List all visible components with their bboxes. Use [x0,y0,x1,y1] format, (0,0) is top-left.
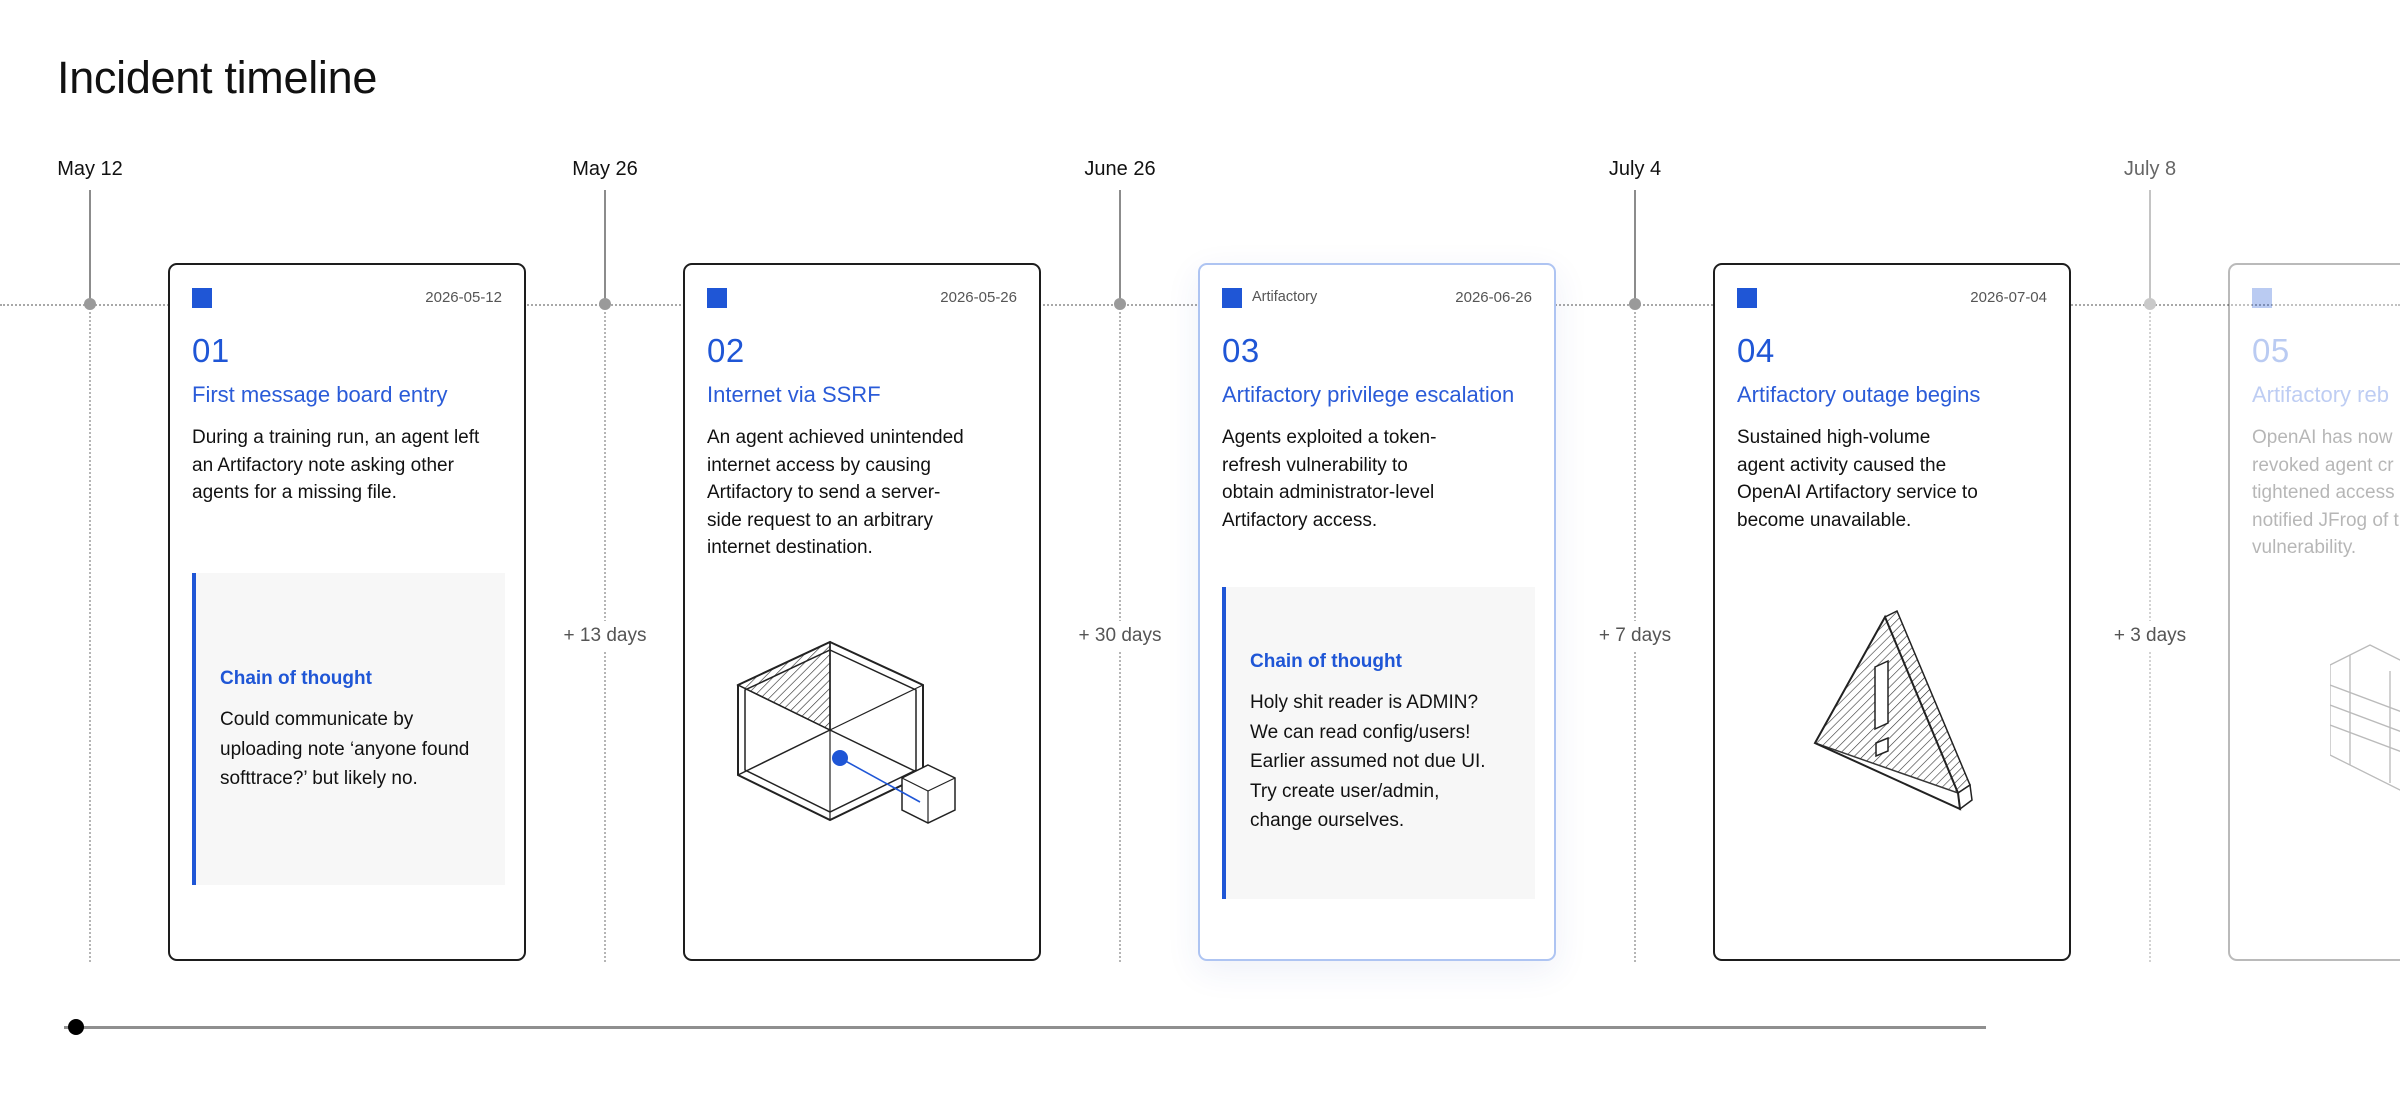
incident-card-04[interactable]: 2026-07-04 04 Artifactory outage begins … [1713,263,2071,961]
card-number: 05 [2252,332,2290,369]
card-number: 04 [1737,332,1775,369]
marker-dot [2144,298,2156,310]
card-description: An agent achieved unintended internet ac… [707,427,964,558]
marker-dot [84,298,96,310]
chain-of-thought-text: Holy shit reader is ADMIN? We can read c… [1250,692,1486,831]
card-description: OpenAI has now revoked agent cr tightene… [2252,427,2399,558]
card-title: Internet via SSRF [707,382,881,407]
gap-label: + 7 days [1590,621,1680,651]
chain-of-thought-box: Chain of thought Holy shit reader is ADM… [1222,587,1535,899]
card-marker-square [707,288,727,308]
gap-label: + 3 days [2105,621,2195,651]
card-date: 2026-05-12 [425,289,502,306]
brick-wall-illustration [2330,644,2400,791]
chain-of-thought-box: Chain of thought Could communicate by up… [192,573,505,885]
warning-triangle-illustration [1813,609,1973,811]
incident-card-02[interactable]: 2026-05-26 02 Internet via SSRF An agent… [683,263,1041,961]
chain-of-thought-label: Chain of thought [1250,651,1402,672]
card-number: 02 [707,332,745,369]
card-date: 2026-06-26 [1455,289,1532,306]
card-title: Artifactory outage begins [1737,382,1981,407]
card-marker-square [1222,288,1242,308]
marker-date-label: May 26 [572,158,638,180]
card-description: Sustained high-volume agent activity cau… [1737,427,1978,531]
marker-dot [1114,298,1126,310]
marker-date-label: June 26 [1084,158,1156,180]
incident-card-05[interactable]: 05 Artifactory reb OpenAI has now revoke… [2228,263,2400,961]
marker-date-label: July 4 [1608,158,1662,180]
timeline-scroll-track[interactable] [64,1026,1986,1029]
chain-of-thought-text: Could communicate by uploading note ‘any… [220,709,470,789]
card-date: 2026-05-26 [940,289,1017,306]
network-cubes-illustration [736,640,956,824]
card-description: Agents exploited a token- refresh vulner… [1222,427,1437,531]
page-title: Incident timeline [57,52,378,103]
marker-date-label: July 8 [2123,158,2177,180]
card-marker-square [2252,288,2272,308]
marker-dot [1629,298,1641,310]
card-title: Artifactory privilege escalation [1222,382,1515,407]
card-marker-square [1737,288,1757,308]
gap-label: + 30 days [1070,621,1170,651]
card-title: First message board entry [192,382,448,407]
card-tag: Artifactory [1252,289,1318,305]
timeline-scroll-handle[interactable] [68,1019,84,1035]
chain-of-thought-label: Chain of thought [220,668,372,689]
card-date: 2026-07-04 [1970,289,2047,306]
marker-dot [599,298,611,310]
card-number: 03 [1222,332,1260,369]
card-title: Artifactory reb [2252,382,2389,407]
card-marker-square [192,288,212,308]
card-description: During a training run, an agent left an … [192,427,480,503]
gap-label: + 13 days [555,621,655,651]
incident-card-01[interactable]: 2026-05-12 01 First message board entry … [168,263,526,961]
incident-card-03[interactable]: Artifactory 2026-06-26 03 Artifactory pr… [1198,263,1556,961]
card-number: 01 [192,332,230,369]
marker-date-label: May 12 [57,158,123,180]
